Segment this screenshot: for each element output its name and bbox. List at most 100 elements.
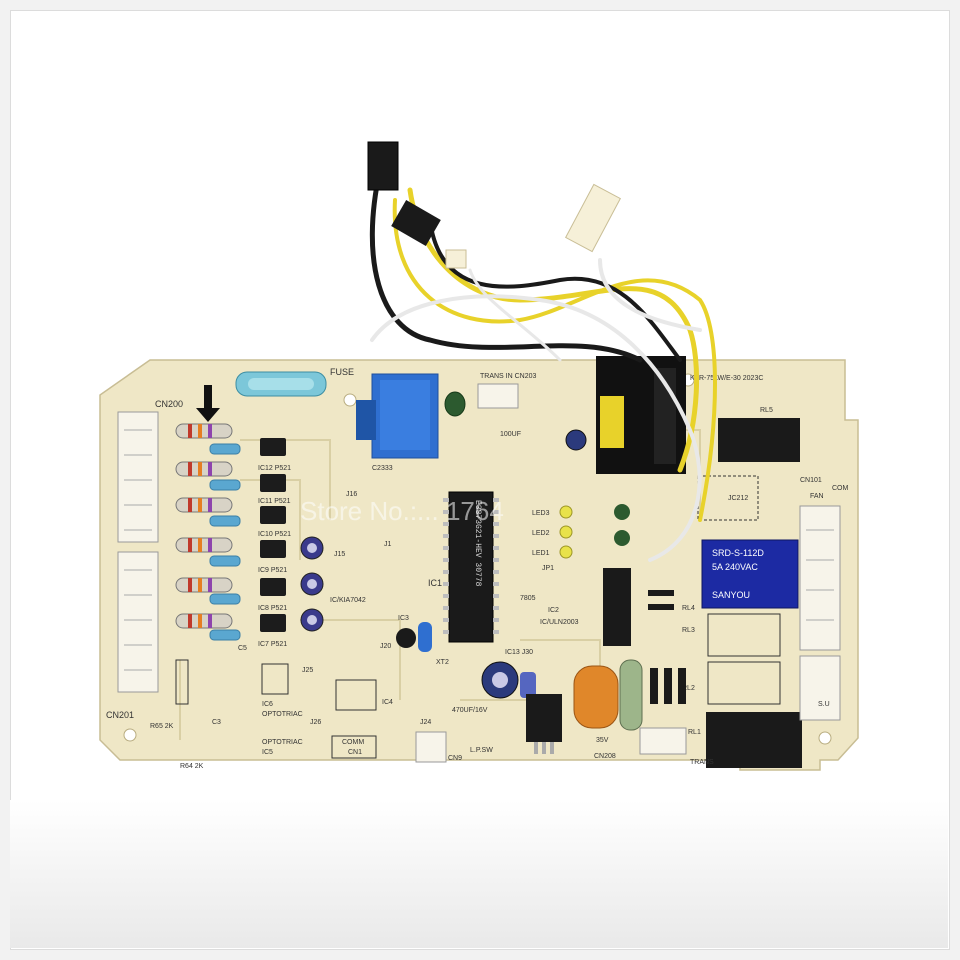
label-uln: IC/ULN2003 (540, 619, 579, 626)
diode-array (648, 590, 686, 704)
label-rl1: RL1 (688, 729, 701, 736)
label-ic8: IC8 P521 (258, 605, 287, 612)
mount-hole (343, 393, 357, 407)
label-ic10: IC10 P521 (258, 531, 291, 538)
wire-plug-black (367, 141, 441, 246)
driver-chip-ic2 (603, 568, 631, 646)
label-j20: J20 (380, 643, 391, 650)
label-ic5: IC5 (262, 749, 273, 756)
arrow-down-icon (196, 385, 220, 422)
label-fuse: FUSE (330, 367, 354, 377)
label-optotriac1: OPTOTRIAC (262, 711, 303, 718)
label-j15: J15 (334, 551, 345, 558)
label-cn101: CN101 (800, 477, 822, 484)
wire-harness (369, 167, 717, 562)
capacitor-35v (573, 659, 643, 731)
label-ic3: IC3 (398, 615, 409, 622)
label-ic2: IC2 (548, 607, 559, 614)
label-led3: LED3 (532, 510, 550, 517)
label-c2333: C2333 (372, 465, 393, 472)
cn1-outline (331, 735, 377, 759)
regulator-7805 (526, 694, 562, 754)
capacitor (614, 504, 630, 520)
relay-top-right (718, 418, 800, 462)
transformer-component (356, 373, 439, 459)
label-trans: TRANS IN CN203 (480, 373, 537, 380)
chip-marking: E3373G21-HEV 30778 (473, 500, 482, 587)
connector-cn9 (415, 731, 447, 763)
label-c5: C5 (238, 645, 247, 652)
label-jp1: JP1 (542, 565, 554, 572)
relay-bottom-right (706, 712, 802, 768)
label-cn9: CN9 (448, 755, 462, 762)
label-c3: C3 (212, 719, 221, 726)
label-model: KFR-75LW/E-30 2023C (690, 375, 763, 382)
relay-model: SRD-S-112D (712, 548, 764, 558)
label-ic9: IC9 P521 (258, 567, 287, 574)
relay-slot-rl3 (707, 613, 781, 657)
label-cn208: CN208 (594, 753, 616, 760)
label-comm: COMM (342, 739, 364, 746)
label-kia: IC/KIA7042 (330, 597, 366, 604)
label-7805: 7805 (520, 595, 536, 602)
label-ic1: IC1 (428, 578, 442, 588)
label-led2: LED2 (532, 530, 550, 537)
relay-brand: SANYOU (712, 590, 750, 600)
store-watermark: Store No.:... 1764 (300, 496, 504, 526)
label-rl5: RL5 (760, 407, 773, 414)
label-optotriac2: OPTOTRIAC (262, 739, 303, 746)
label-com: COM (832, 485, 849, 492)
label-ic11: IC11 P521 (258, 498, 291, 505)
resistor-r65 (175, 659, 189, 705)
wire-plug-small (445, 249, 467, 269)
capacitor-470uf (481, 661, 536, 699)
capacitor-small-array (300, 536, 324, 632)
label-100uf: 100UF (500, 431, 521, 438)
label-ic6: IC6 (262, 701, 273, 708)
relay-sanyou: SRD-S-112D 5A 240VAC SANYOU (701, 539, 799, 609)
ic6-outline (261, 663, 289, 695)
resistor-array (175, 423, 241, 641)
optocoupler-array (260, 438, 286, 632)
label-470uf: 470UF/16V (452, 707, 488, 714)
label-cn200: CN200 (155, 399, 183, 409)
connector-cn203 (477, 383, 519, 409)
label-j16: J16 (346, 491, 357, 498)
connector-right-bottom (799, 655, 841, 721)
mount-hole (123, 728, 137, 742)
label-rl3: RL3 (682, 627, 695, 634)
label-fan: FAN (810, 493, 824, 500)
label-r64: R64 2K (180, 763, 204, 770)
connector-cn200 (117, 411, 159, 543)
label-r65: R65 2K (150, 723, 174, 730)
label-cn1: CN1 (348, 749, 362, 756)
connector-cn201 (117, 551, 159, 693)
label-led1: LED1 (532, 550, 550, 557)
relay-rating: 5A 240VAC (712, 562, 758, 572)
capacitor (614, 530, 630, 546)
label-j1: J1 (384, 541, 392, 548)
xt2-crystal (418, 622, 432, 652)
label-ic4: IC4 (382, 699, 393, 706)
label-lps: L.P.SW (470, 747, 493, 754)
connector-cn208 (639, 727, 687, 755)
connector-right-top (799, 505, 841, 651)
label-35v: 35V (596, 737, 609, 744)
ferrite-coil-component (596, 356, 686, 474)
ceramic-cap (444, 391, 466, 417)
ic4-outline (335, 679, 377, 711)
label-trans2: TRANS (690, 759, 714, 766)
label-ic7: IC7 P521 (258, 641, 287, 648)
label-xt2: XT2 (436, 659, 449, 666)
mount-hole (818, 731, 832, 745)
ic3-regulator (396, 628, 416, 648)
mcu-chip: E3373G21-HEV 30778 (443, 491, 499, 643)
capacitor (565, 429, 587, 451)
label-rl2: RL2 (682, 685, 695, 692)
background-floor (10, 800, 948, 948)
label-s-u: S.U (818, 701, 830, 708)
fuse-component (235, 371, 327, 397)
label-j26: J26 (310, 719, 321, 726)
